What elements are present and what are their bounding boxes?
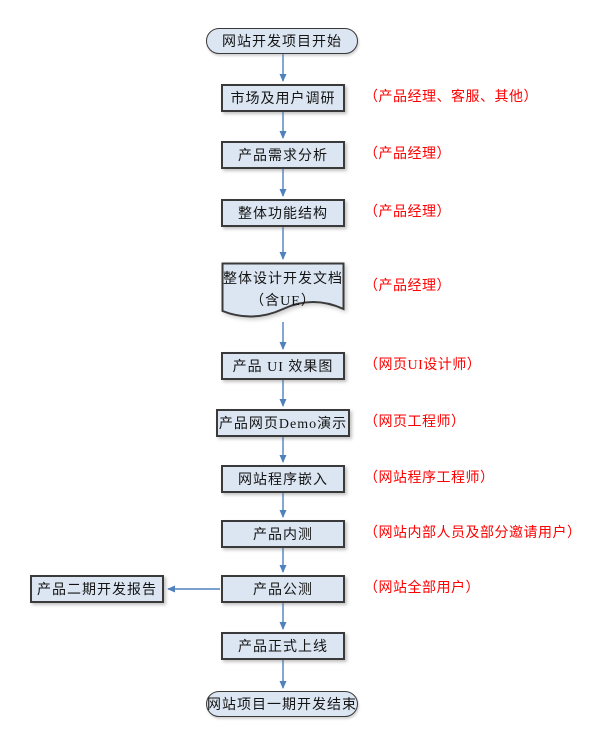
end-terminator: 网站项目一期开发结束 [206,691,358,717]
node-ui-mockup: 产品 UI 效果图 [221,352,345,380]
annotation-requirement-analysis: （产品经理） [364,147,451,162]
annotation-function-structure: （产品经理） [364,205,451,220]
node-design-document: 整体设计开发文档 （含UE） [221,262,345,324]
annotation-market-research: （产品经理、客服、其他） [364,90,538,105]
annotation-web-demo: （网页工程师） [364,415,466,430]
document-label-line2: （含UE） [250,294,316,309]
annotation-public-test: （网站全部用户） [364,581,480,596]
annotation-ui-mockup: （网页UI设计师） [364,358,482,373]
node-official-launch: 产品正式上线 [221,632,345,660]
node-market-user-research: 市场及用户调研 [221,84,345,112]
document-label-line1: 整体设计开发文档 [223,272,343,287]
node-public-test: 产品公测 [221,575,345,603]
node-program-embed: 网站程序嵌入 [221,465,345,493]
start-terminator: 网站开发项目开始 [206,28,358,54]
annotation-program-embed: （网站程序工程师） [364,471,495,486]
document-shape [221,262,345,318]
node-phase2-report: 产品二期开发报告 [30,575,164,603]
node-internal-test: 产品内测 [221,520,345,548]
annotation-design-document: （产品经理） [364,279,451,294]
annotation-internal-test: （网站内部人员及部分邀请用户） [364,526,582,541]
node-requirement-analysis: 产品需求分析 [221,141,345,169]
node-web-demo: 产品网页Demo演示 [216,409,350,437]
node-function-structure: 整体功能结构 [221,199,345,227]
